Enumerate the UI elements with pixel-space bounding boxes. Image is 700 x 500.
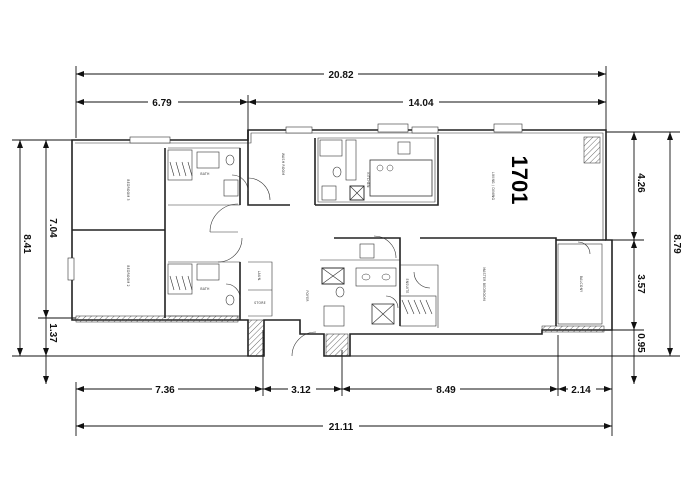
unit-number: 1701 <box>507 156 532 205</box>
dim-top-total: 20.82 <box>328 70 353 81</box>
door-swings <box>209 174 591 357</box>
room-label-foyer: FOYER <box>305 290 309 302</box>
dim-right-bottom: 0.95 <box>635 333 646 353</box>
dim-right-mid: 3.57 <box>635 274 646 294</box>
fixtures <box>167 139 603 327</box>
room-label-kitchen: KITCHEN <box>366 172 370 188</box>
dim-bottom-4: 2.14 <box>571 385 591 396</box>
dim-right-outer: 8.79 <box>671 234 682 254</box>
room-label-storage: STORE <box>254 301 266 305</box>
room-label-master-bedroom: MASTER BEDROOM <box>482 267 486 301</box>
dimension-lines <box>12 66 680 436</box>
room-label-wash-room: WASH ROOM <box>281 153 285 175</box>
room-label-bedroom-3: BEDROOM 3 <box>126 179 130 200</box>
dim-left-inner: 7.04 <box>47 218 58 238</box>
room-labels: BEDROOM 3 BEDROOM 2 BATH BATH WASH ROOM … <box>126 153 583 305</box>
room-label-bath-1: BATH <box>200 172 210 176</box>
room-label-ensuite: ENSUITE <box>405 278 409 293</box>
dim-top-right: 14.04 <box>408 98 433 109</box>
room-label-bedroom-2: BEDROOM 2 <box>126 265 130 286</box>
room-label-laundry: LAUN. <box>257 271 261 282</box>
interior-walls <box>72 130 606 328</box>
room-label-bath-2: BATH <box>200 287 210 291</box>
dim-bottom-2: 3.12 <box>291 385 311 396</box>
dim-bottom-1: 7.36 <box>155 385 175 396</box>
room-label-living-dining: LIVING / DINING <box>491 172 495 201</box>
dim-left-bottom: 1.37 <box>47 323 58 343</box>
dim-bottom-3: 8.49 <box>436 385 456 396</box>
dim-bottom-total: 21.11 <box>329 422 354 433</box>
dimension-labels: 20.82 6.79 14.04 8.41 7.04 1.37 4.26 3.5… <box>21 68 682 433</box>
dim-top-left: 6.79 <box>152 98 172 109</box>
room-label-balcony: BALCONY <box>579 276 583 293</box>
exterior-walls <box>67 123 613 357</box>
dim-left-outer: 8.41 <box>21 234 32 254</box>
dim-right-top: 4.26 <box>635 173 646 193</box>
